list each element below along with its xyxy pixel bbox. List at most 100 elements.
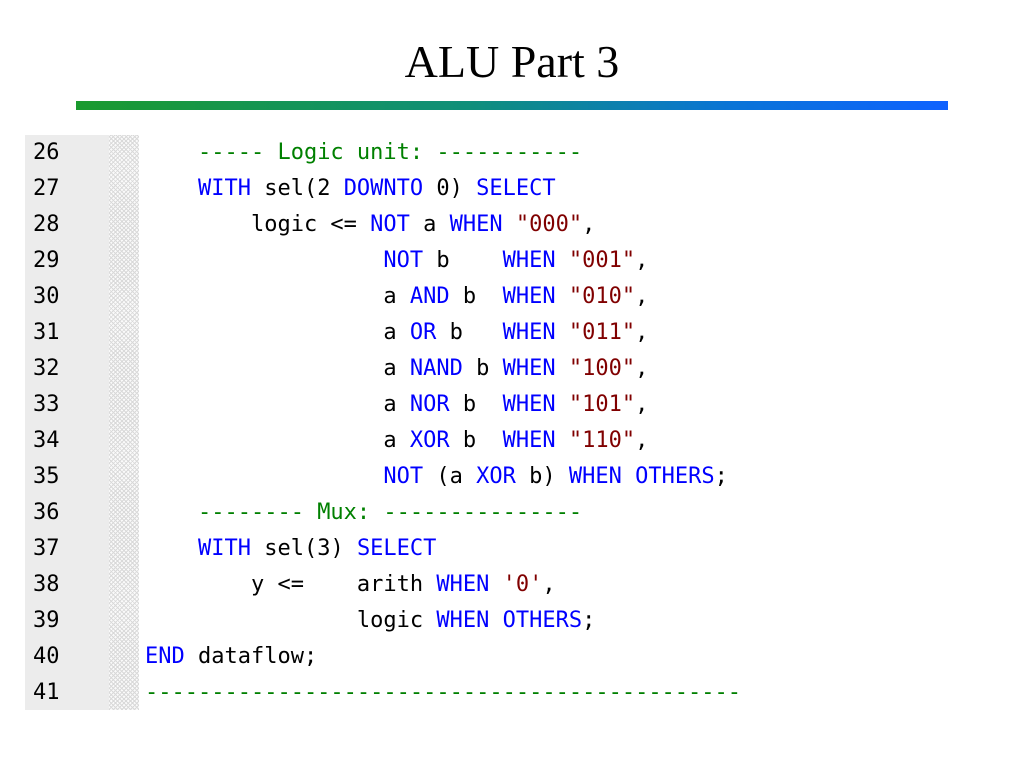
code-line[interactable]: 30 a AND b WHEN "010", <box>25 279 975 315</box>
code-line[interactable]: 29 NOT b WHEN "001", <box>25 243 975 279</box>
code-text: NOT (a XOR b) WHEN OTHERS; <box>145 459 728 495</box>
code-token: a <box>145 392 410 417</box>
code-token: , <box>635 428 649 453</box>
code-token: b <box>449 392 503 417</box>
keyword-token: WITH <box>197 536 251 561</box>
code-text: logic WHEN OTHERS; <box>145 603 595 639</box>
line-number: 34 <box>33 428 60 453</box>
code-line[interactable]: 34 a XOR b WHEN "110", <box>25 423 975 459</box>
line-number: 29 <box>33 248 60 273</box>
string-literal-token: "011" <box>568 320 636 345</box>
line-number: 27 <box>33 176 60 201</box>
string-literal-token: "110" <box>568 428 636 453</box>
string-literal-token: "100" <box>568 356 636 381</box>
code-line[interactable]: 40 END dataflow; <box>25 639 975 675</box>
string-literal-token: "001" <box>568 248 636 273</box>
code-line[interactable]: 36 -------- Mux: --------------- <box>25 495 975 531</box>
keyword-token: END <box>145 644 185 669</box>
code-line[interactable]: 39 logic WHEN OTHERS; <box>25 603 975 639</box>
code-line[interactable]: 28 logic <= NOT a WHEN "000", <box>25 207 975 243</box>
slide-title: ALU Part 3 <box>404 36 620 87</box>
code-token: (a <box>423 464 477 489</box>
code-token: , <box>542 572 556 597</box>
code-token <box>556 356 569 381</box>
keyword-token: NOT <box>383 464 424 489</box>
editor-margin-strip <box>109 135 139 710</box>
code-line[interactable]: 33 a NOR b WHEN "101", <box>25 387 975 423</box>
code-token: y <= arith <box>145 572 437 597</box>
line-number: 33 <box>33 392 60 417</box>
code-line[interactable]: 32 a NAND b WHEN "100", <box>25 351 975 387</box>
code-token: logic <= <box>145 212 371 237</box>
code-line[interactable]: 38 y <= arith WHEN '0', <box>25 567 975 603</box>
code-token: logic <box>145 608 437 633</box>
string-literal-token: "101" <box>568 392 636 417</box>
string-literal-token: "010" <box>568 284 636 309</box>
code-token <box>556 320 569 345</box>
keyword-token: SELECT <box>476 176 556 201</box>
code-token <box>622 464 635 489</box>
keyword-token: WHEN <box>502 320 556 345</box>
keyword-token: DOWNTO <box>343 176 424 201</box>
keyword-token: WHEN <box>436 572 490 597</box>
code-token <box>556 284 569 309</box>
keyword-token: OTHERS <box>502 608 583 633</box>
code-token: sel(3) <box>250 536 357 561</box>
code-token: b <box>436 320 503 345</box>
code-line[interactable]: 26 ----- Logic unit: ----------- <box>25 135 975 171</box>
code-token: a <box>145 428 410 453</box>
code-token <box>145 500 198 525</box>
code-text: ----------------------------------------… <box>145 675 741 711</box>
code-token <box>503 212 516 237</box>
code-text: END dataflow; <box>145 639 317 675</box>
code-token: a <box>145 284 410 309</box>
line-number: 35 <box>33 464 60 489</box>
line-number: 41 <box>33 680 60 705</box>
line-number: 37 <box>33 536 60 561</box>
code-token <box>489 572 502 597</box>
keyword-token: XOR <box>409 428 450 453</box>
code-line[interactable]: 35 NOT (a XOR b) WHEN OTHERS; <box>25 459 975 495</box>
string-literal-token: '0' <box>502 572 543 597</box>
keyword-token: NOR <box>409 392 450 417</box>
code-token <box>145 176 198 201</box>
keyword-token: WHEN <box>502 248 556 273</box>
code-line[interactable]: 27 WITH sel(2 DOWNTO 0) SELECT <box>25 171 975 207</box>
keyword-token: WHEN <box>502 428 556 453</box>
code-text: y <= arith WHEN '0', <box>145 567 556 603</box>
code-line[interactable]: 31 a OR b WHEN "011", <box>25 315 975 351</box>
code-text: ----- Logic unit: ----------- <box>145 135 582 171</box>
keyword-token: WHEN <box>502 284 556 309</box>
line-number: 31 <box>33 320 60 345</box>
code-line[interactable]: 37 WITH sel(3) SELECT <box>25 531 975 567</box>
code-line[interactable]: 41 --------------------------------------… <box>25 675 975 711</box>
code-text: WITH sel(3) SELECT <box>145 531 436 567</box>
code-token: b <box>449 284 503 309</box>
code-token: 0) <box>423 176 477 201</box>
line-number: 38 <box>33 572 60 597</box>
code-token: ; <box>582 608 596 633</box>
code-token: , <box>635 356 649 381</box>
keyword-token: AND <box>409 284 450 309</box>
line-number: 36 <box>33 500 60 525</box>
line-number: 26 <box>33 140 60 165</box>
code-text: logic <= NOT a WHEN "000", <box>145 207 595 243</box>
code-token <box>145 536 198 561</box>
title-underline <box>76 101 948 110</box>
keyword-token: WITH <box>197 176 251 201</box>
comment-token: ----- Logic unit: ----------- <box>197 140 583 165</box>
keyword-token: WHEN <box>436 608 490 633</box>
line-number-gutter <box>25 135 109 710</box>
code-editor[interactable]: 26 ----- Logic unit: -----------27 WITH … <box>25 135 975 710</box>
code-token: a <box>145 320 410 345</box>
code-token: , <box>635 320 649 345</box>
line-number: 39 <box>33 608 60 633</box>
keyword-token: WHEN <box>568 464 622 489</box>
code-token <box>145 248 383 273</box>
line-number: 40 <box>33 644 60 669</box>
code-token: , <box>635 248 649 273</box>
code-token: ; <box>714 464 728 489</box>
line-number: 32 <box>33 356 60 381</box>
keyword-token: SELECT <box>356 536 437 561</box>
code-token: a <box>409 212 450 237</box>
